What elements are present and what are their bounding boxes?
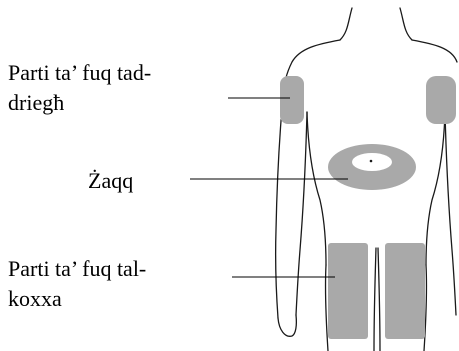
crotch-right-outline (378, 248, 380, 351)
abdomen-label-text: Żaqq (88, 166, 133, 196)
left-leg-outer-outline (326, 265, 328, 351)
thigh-label-line1: Parti ta’ fuq tal- (8, 254, 146, 284)
navel-clear-zone (352, 153, 392, 171)
upper-arm-injection-area-left (280, 76, 304, 124)
upper-arm-label-line2: driegħ (8, 88, 151, 118)
crotch-outline (374, 248, 376, 351)
thigh-injection-area-right (385, 243, 425, 339)
thigh-label: Parti ta’ fuq tal- koxxa (8, 254, 146, 314)
abdomen-label: Żaqq (88, 166, 133, 196)
upper-arm-injection-area-right (426, 76, 456, 124)
thigh-label-line2: koxxa (8, 284, 146, 314)
left-arm-outer-outline (276, 96, 283, 318)
right-shoulder-outline (412, 40, 457, 62)
right-arm-inner-outline (445, 112, 456, 315)
torso-right-outline (426, 112, 445, 265)
navel-icon (370, 160, 373, 163)
thigh-injection-area-left (328, 243, 368, 339)
upper-arm-label: Parti ta’ fuq tad- driegħ (8, 58, 151, 118)
left-arm-inner-outline (296, 112, 307, 315)
torso-left-outline (307, 112, 326, 265)
neck-right-outline (400, 8, 412, 40)
upper-arm-label-line1: Parti ta’ fuq tad- (8, 58, 151, 88)
left-hand-outline (278, 315, 296, 336)
neck-left-outline (340, 8, 352, 40)
